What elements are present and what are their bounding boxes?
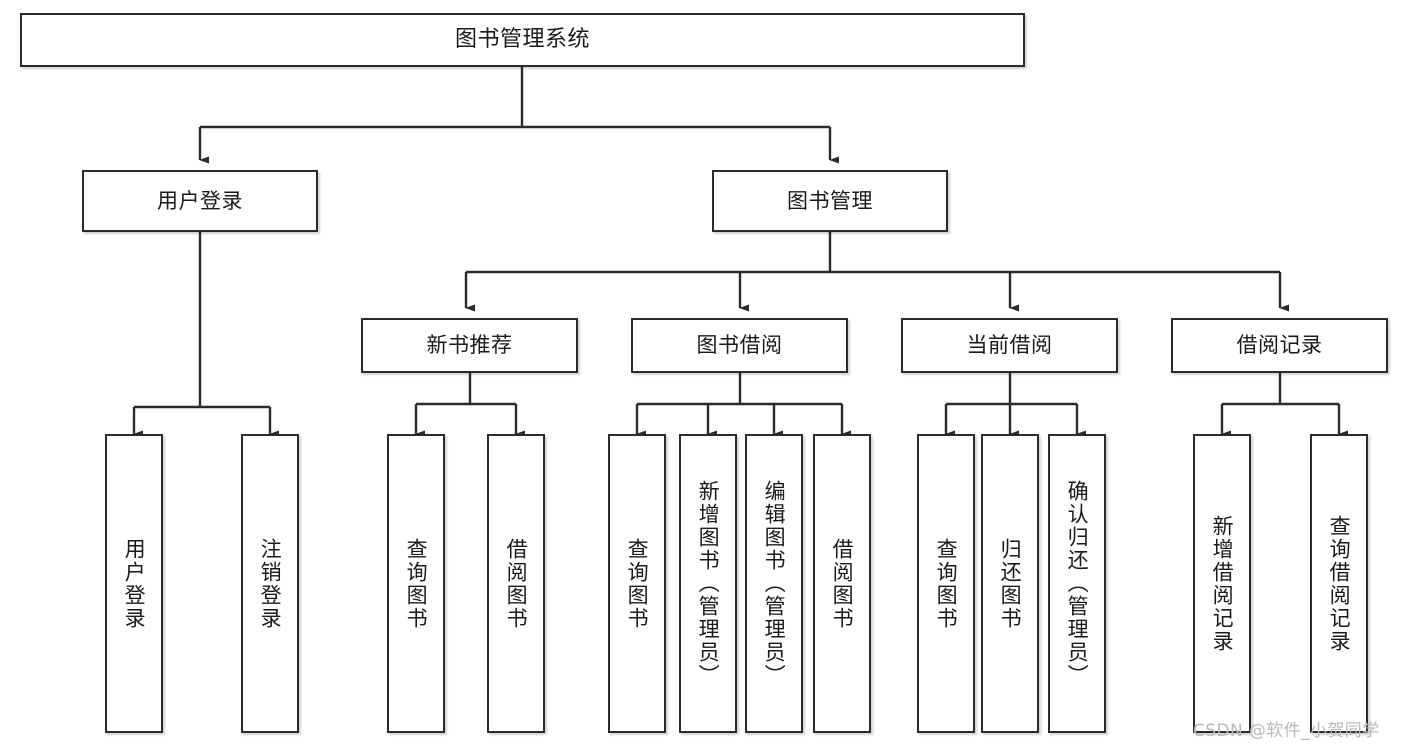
leaf-borrow-query-book[interactable]: 查询图书 [608, 434, 666, 733]
node-label: 图书借阅 [696, 333, 783, 358]
leaf-user-login[interactable]: 用户登录 [105, 434, 163, 733]
node-current-borrow[interactable]: 当前借阅 [901, 318, 1118, 373]
node-root-system[interactable]: 图书管理系统 [20, 13, 1025, 67]
leaf-current-confirm-return-admin[interactable]: 确认归还（管理员） [1048, 434, 1106, 733]
node-book-management[interactable]: 图书管理 [712, 170, 948, 232]
leaf-borrow-edit-book-admin[interactable]: 编辑图书（管理员） [745, 434, 803, 733]
node-label: 注销登录 [258, 537, 283, 630]
node-label: 新书推荐 [426, 333, 513, 358]
node-user-login[interactable]: 用户登录 [82, 170, 318, 232]
node-label: 当前借阅 [966, 333, 1053, 358]
node-label: 查询图书 [934, 537, 959, 630]
node-label: 查询借阅记录 [1327, 514, 1352, 653]
leaf-borrow-add-book-admin[interactable]: 新增图书（管理员） [679, 434, 737, 733]
node-label: 新增借阅记录 [1210, 514, 1235, 653]
node-label: 用户登录 [122, 537, 147, 630]
leaf-records-add-record[interactable]: 新增借阅记录 [1193, 434, 1251, 733]
node-new-book-recommend[interactable]: 新书推荐 [361, 318, 578, 373]
node-label: 图书管理 [787, 188, 873, 213]
leaf-recommend-query-book[interactable]: 查询图书 [387, 434, 445, 733]
node-label: 新增图书（管理员） [696, 480, 721, 687]
node-label: 编辑图书（管理员） [762, 480, 787, 687]
node-label: 归还图书 [998, 537, 1023, 630]
node-label: 用户登录 [157, 188, 243, 213]
node-book-borrow[interactable]: 图书借阅 [631, 318, 848, 373]
node-label: 借阅图书 [830, 537, 855, 630]
leaf-current-query-book[interactable]: 查询图书 [917, 434, 975, 733]
csdn-watermark: CSDN @软件_小贺同学 [1193, 721, 1380, 741]
leaf-current-return-book[interactable]: 归还图书 [981, 434, 1039, 733]
leaf-user-logout[interactable]: 注销登录 [241, 434, 299, 733]
node-label: 查询图书 [625, 537, 650, 630]
node-label: 借阅图书 [504, 537, 529, 630]
node-label: 确认归还（管理员） [1065, 480, 1090, 687]
leaf-borrow-borrow-book[interactable]: 借阅图书 [813, 434, 871, 733]
node-label: 查询图书 [404, 537, 429, 630]
node-label: 借阅记录 [1236, 333, 1323, 358]
leaf-recommend-borrow-book[interactable]: 借阅图书 [487, 434, 545, 733]
leaf-records-query-record[interactable]: 查询借阅记录 [1310, 434, 1368, 733]
node-borrow-records[interactable]: 借阅记录 [1171, 318, 1388, 373]
node-label: 图书管理系统 [454, 27, 590, 53]
